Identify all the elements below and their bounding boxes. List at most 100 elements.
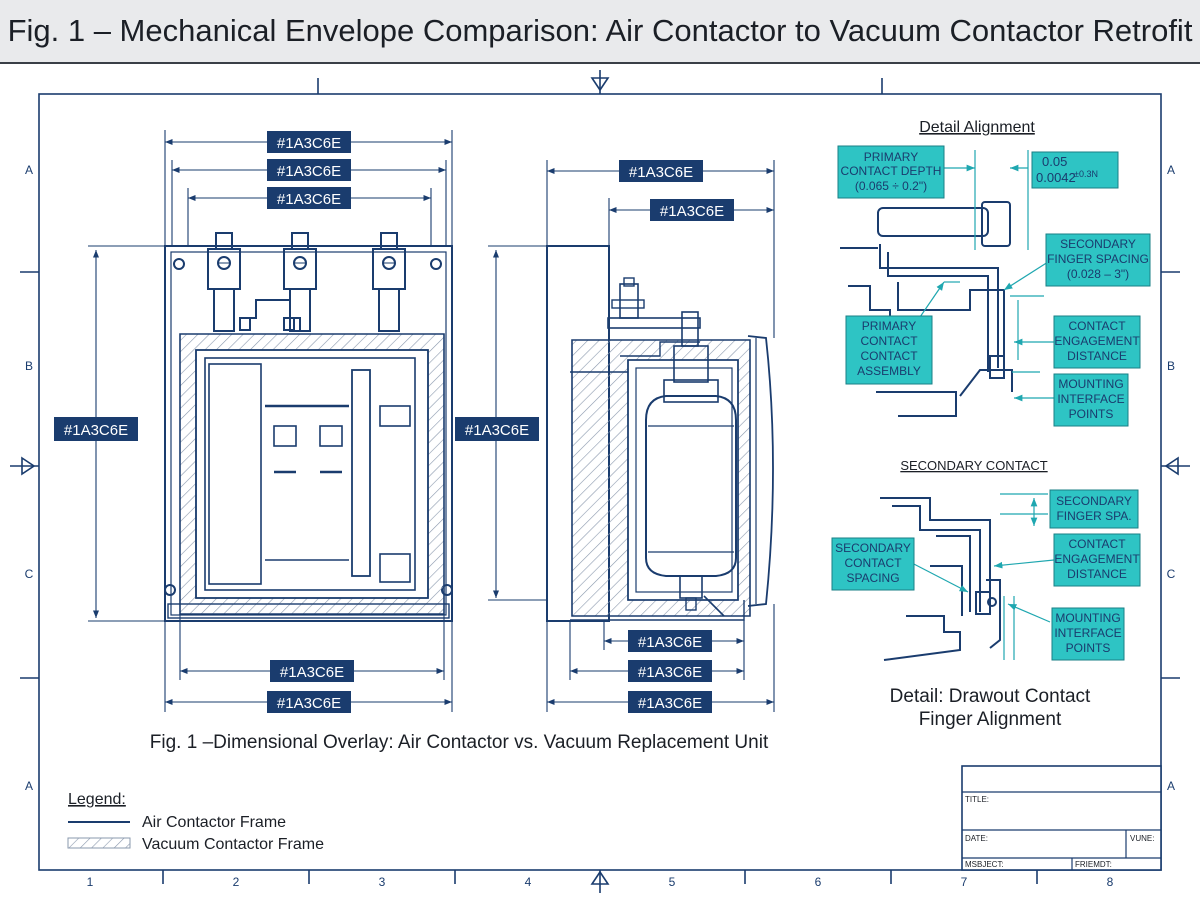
svg-text:#1A3C6E: #1A3C6E <box>638 634 702 651</box>
callout-tolerance: 0.05 0.0042 ±0.3N <box>1031 151 1119 189</box>
svg-text:INTERFACE: INTERFACE <box>1057 392 1124 406</box>
svg-text:ASSEMBLY: ASSEMBLY <box>857 364 921 378</box>
zone-col: 1 <box>87 875 94 889</box>
svg-text:CONTACT: CONTACT <box>844 556 902 570</box>
svg-text:(0.028 – 3"): (0.028 – 3") <box>1067 267 1129 281</box>
detail-secondary-contact: SECONDARY CONTACT SECONDARY FINGER SPA. <box>831 458 1141 730</box>
terminal-center <box>283 232 317 332</box>
dim-label-front-top-2: #1A3C6E <box>267 159 351 181</box>
vacuum-interrupter-bottle <box>645 395 737 577</box>
svg-text:#1A3C6E: #1A3C6E <box>638 664 702 681</box>
svg-text:CONTACT: CONTACT <box>1068 537 1126 551</box>
front-outer-frame <box>164 245 453 622</box>
callout-engagement-bottom: CONTACT ENGAGEMENT DISTANCE <box>1053 533 1141 587</box>
dim-label-side-bottom-2: #1A3C6E <box>628 660 712 682</box>
dim-label-front-bottom-2: #1A3C6E <box>267 691 351 713</box>
zone-col: 5 <box>669 875 676 889</box>
svg-text:#1A3C6E: #1A3C6E <box>277 191 341 208</box>
svg-text:#1A3C6E: #1A3C6E <box>277 135 341 152</box>
zone-row-right: C <box>1167 567 1176 581</box>
detail-caption-line-1: Detail: Drawout Contact <box>890 686 1091 707</box>
dim-label-front-left: #1A3C6E <box>54 417 138 441</box>
zone-row-right: A <box>1167 779 1175 793</box>
svg-text:ENGAGEMENT: ENGAGEMENT <box>1054 552 1140 566</box>
front-view <box>164 232 453 622</box>
svg-text:0.0042: 0.0042 <box>1036 170 1076 185</box>
callout-engagement-top: CONTACT ENGAGEMENT DISTANCE <box>1053 315 1141 369</box>
zone-col: 3 <box>379 875 386 889</box>
callout-primary-depth: PRIMARY CONTACT DEPTH (0.065 ÷ 0.2") <box>837 145 945 199</box>
legend-vacuum-swatch <box>67 837 131 849</box>
svg-text:DISTANCE: DISTANCE <box>1067 567 1127 581</box>
svg-text:INTERFACE: INTERFACE <box>1054 626 1121 640</box>
dim-label-side-top-2: #1A3C6E <box>650 199 734 221</box>
svg-text:SECONDARY: SECONDARY <box>835 541 911 555</box>
svg-text:#1A3C6E: #1A3C6E <box>629 164 693 181</box>
svg-text:CONTACT: CONTACT <box>860 349 918 363</box>
title-block-date: DATE: <box>965 834 988 843</box>
detail-alignment: Detail Alignment <box>837 119 1151 427</box>
callout-mounting-bottom: MOUNTING INTERFACE POINTS <box>1051 607 1125 661</box>
callout-mounting-top: MOUNTING INTERFACE POINTS <box>1053 373 1129 427</box>
callout-finger-spacing: SECONDARY FINGER SPA. <box>1049 489 1139 529</box>
dim-label-side-top-1: #1A3C6E <box>619 160 703 182</box>
terminal-left <box>207 232 241 332</box>
svg-text:#1A3C6E: #1A3C6E <box>277 163 341 180</box>
secondary-contact-title: SECONDARY CONTACT <box>900 458 1047 473</box>
callout-secondary-spacing-bottom: SECONDARY CONTACT SPACING <box>831 537 915 591</box>
centering-marks <box>10 70 1190 893</box>
dimension-labels: #1A3C6E #1A3C6E #1A3C6E #1A3C6E #1A3C6E … <box>54 131 734 713</box>
title-block: TITLE: DATE: VUNE: MSBJECT: FRIEMDT: <box>961 765 1162 871</box>
figure-title-bar: Fig. 1 – Mechanical Envelope Comparison:… <box>0 0 1200 64</box>
svg-text:#1A3C6E: #1A3C6E <box>64 422 128 439</box>
center-mark-right <box>1161 456 1190 476</box>
svg-text:POINTS: POINTS <box>1069 407 1114 421</box>
front-vacuum-frame <box>179 333 445 615</box>
svg-text:CONTACT: CONTACT <box>860 334 918 348</box>
zone-row-left: A <box>25 779 33 793</box>
zone-row-left: C <box>25 567 34 581</box>
detail-alignment-title: Detail Alignment <box>919 119 1035 136</box>
title-block-friend: FRIEMDT: <box>1075 860 1112 869</box>
svg-text:#1A3C6E: #1A3C6E <box>277 695 341 712</box>
front-left-panel <box>208 363 262 585</box>
dim-label-front-top-1: #1A3C6E <box>267 131 351 153</box>
dim-label-side-left: #1A3C6E <box>455 417 539 441</box>
zone-col: 2 <box>233 875 240 889</box>
svg-text:MOUNTING: MOUNTING <box>1058 377 1123 391</box>
svg-text:POINTS: POINTS <box>1066 641 1111 655</box>
zone-row-right: A <box>1167 163 1175 177</box>
dim-label-side-bottom-1: #1A3C6E <box>628 630 712 652</box>
figure-title: Fig. 1 – Mechanical Envelope Comparison:… <box>7 13 1193 48</box>
zone-col: 8 <box>1107 875 1114 889</box>
svg-text:#1A3C6E: #1A3C6E <box>638 695 702 712</box>
center-mark-left <box>10 456 39 476</box>
svg-text:SECONDARY: SECONDARY <box>1056 494 1132 508</box>
svg-text:#1A3C6E: #1A3C6E <box>465 422 529 439</box>
center-mark-top <box>590 70 610 94</box>
zone-row-right: B <box>1167 359 1175 373</box>
title-block-subject: MSBJECT: <box>965 860 1004 869</box>
svg-text:#1A3C6E: #1A3C6E <box>660 203 724 220</box>
svg-text:DISTANCE: DISTANCE <box>1067 349 1127 363</box>
svg-text:FINGER SPA.: FINGER SPA. <box>1056 509 1131 523</box>
svg-text:CONTACT: CONTACT <box>1068 319 1126 333</box>
zone-row-left: A <box>25 163 33 177</box>
svg-text:(0.065 ÷ 0.2"): (0.065 ÷ 0.2") <box>855 179 927 193</box>
legend-title: Legend: <box>68 791 126 808</box>
svg-text:CONTACT DEPTH: CONTACT DEPTH <box>841 164 942 178</box>
zone-col: 7 <box>961 875 968 889</box>
svg-text:±0.3N: ±0.3N <box>1074 169 1098 179</box>
front-handle <box>351 369 371 577</box>
zone-col: 6 <box>815 875 822 889</box>
detail-caption-line-2: Finger Alignment <box>919 709 1062 730</box>
dim-label-front-bottom-1: #1A3C6E <box>270 660 354 682</box>
svg-text:SPACING: SPACING <box>846 571 899 585</box>
dim-label-front-top-3: #1A3C6E <box>267 187 351 209</box>
legend-air-label: Air Contactor Frame <box>142 814 286 831</box>
legend-vacuum-label: Vacuum Contactor Frame <box>142 836 324 853</box>
zone-letters: A B C A A B C A 1 2 3 4 5 6 7 8 <box>25 163 1176 889</box>
svg-text:0.05: 0.05 <box>1042 154 1067 169</box>
callout-secondary-spacing: SECONDARY FINGER SPACING (0.028 – 3") <box>1045 233 1151 287</box>
side-view <box>546 245 774 622</box>
